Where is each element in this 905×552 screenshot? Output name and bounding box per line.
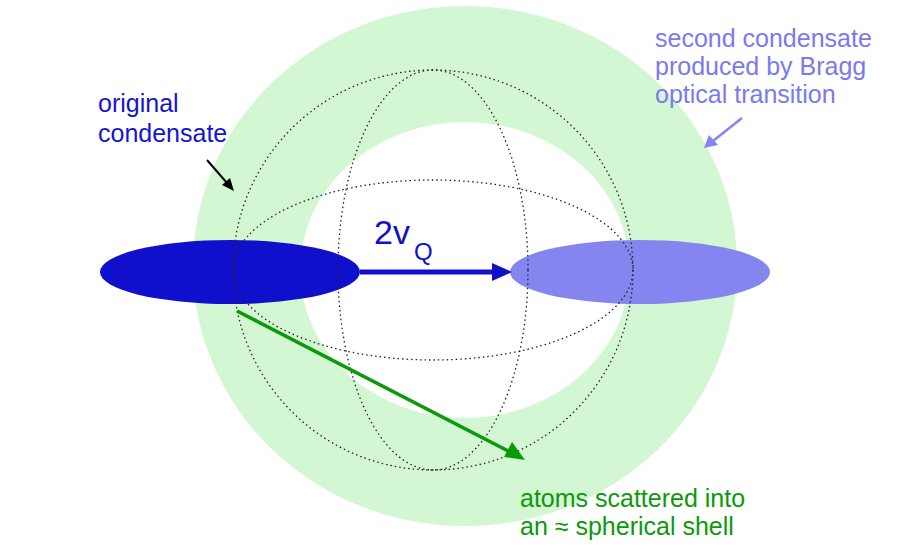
sphere-equator — [233, 180, 633, 360]
velocity-arrow — [360, 263, 512, 281]
shell-label: atoms scattered into an ≈ spherical shel… — [520, 484, 765, 540]
sphere-meridian — [338, 70, 528, 470]
sphere-wireframe — [233, 70, 633, 470]
original-condensate — [100, 240, 360, 304]
sphere-outline — [233, 70, 633, 470]
scatter-arrow — [237, 311, 525, 460]
condensate-label: second condensate produced by Bragg opti… — [655, 24, 883, 108]
leader-arrow — [704, 118, 742, 148]
second-condensate — [510, 240, 770, 304]
condensate-label: original condensate — [98, 88, 233, 148]
leader-arrow — [207, 160, 234, 191]
velocity-subscript: Q — [414, 238, 444, 266]
